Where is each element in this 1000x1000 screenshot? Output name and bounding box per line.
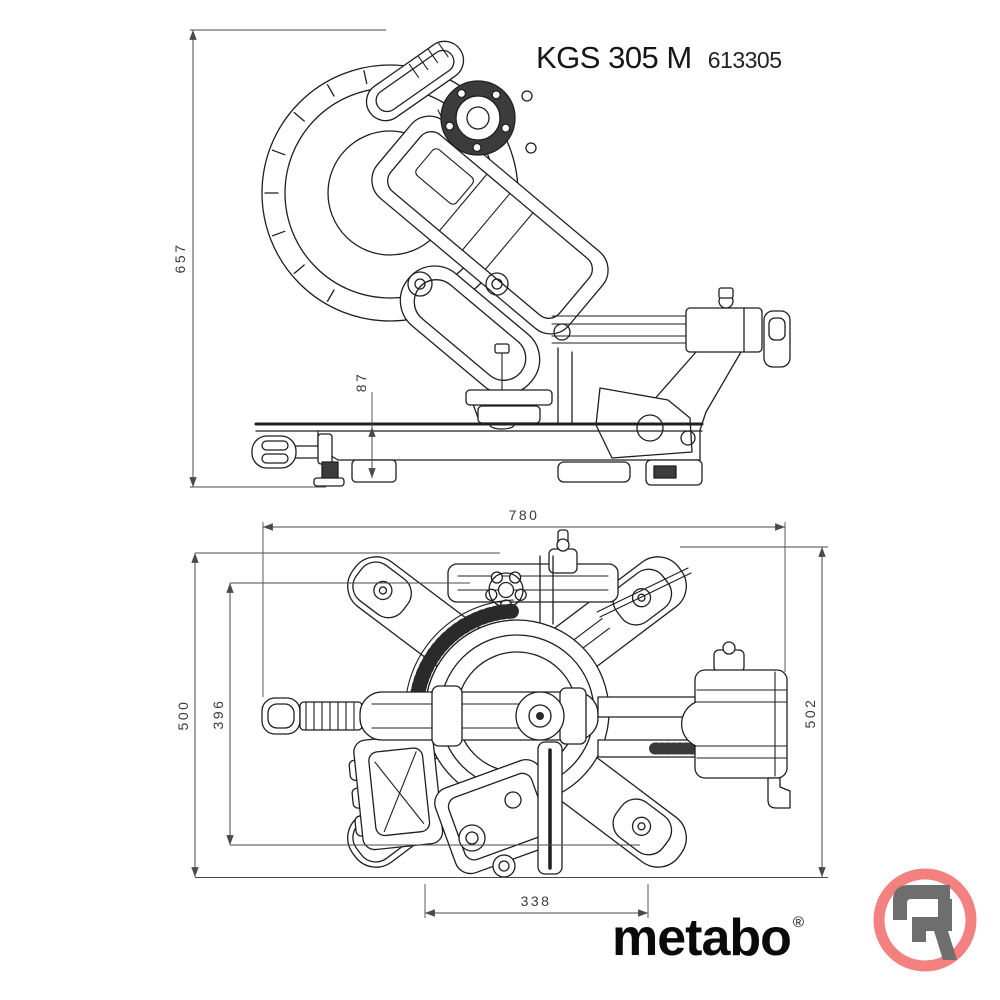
dim-label-table-height-87: 87 xyxy=(353,372,369,393)
motor-end-cap xyxy=(440,80,537,156)
dim-label-depth-396: 396 xyxy=(210,699,226,730)
motor-block-top xyxy=(680,641,791,809)
product-model-name: KGS 305 M xyxy=(536,40,692,75)
carry-handle xyxy=(365,40,465,122)
registered-trademark-icon: ® xyxy=(792,914,804,931)
slide-arm xyxy=(261,685,704,758)
side-view-drawing xyxy=(251,40,791,487)
dim-label-height-657: 657 xyxy=(172,243,188,274)
bevel-support xyxy=(595,351,742,459)
cr-badge-icon xyxy=(873,868,977,972)
side-view-dimensions: 657 87 xyxy=(172,29,386,488)
dim-label-base-width-338: 338 xyxy=(521,893,552,909)
metabo-wordmark: metabo xyxy=(612,909,792,967)
metabo-logo: metabo® xyxy=(612,912,804,964)
top-view-dimensions: 780 500 396 502 338 xyxy=(175,507,828,918)
kerf-plate-blade xyxy=(537,741,563,875)
dim-label-width-780: 780 xyxy=(509,507,540,523)
product-article-number: 613305 xyxy=(707,47,782,73)
slide-rails xyxy=(551,287,791,368)
top-view-drawing xyxy=(261,529,791,878)
product-title: KGS 305 M 613305 xyxy=(536,40,782,76)
dim-label-depth-500: 500 xyxy=(175,700,191,731)
dim-label-depth-502: 502 xyxy=(802,698,818,729)
saw-head-housing xyxy=(371,115,609,335)
fence-assembly xyxy=(447,529,692,625)
battery-pack xyxy=(348,733,444,851)
pivot-bolts xyxy=(407,271,571,341)
